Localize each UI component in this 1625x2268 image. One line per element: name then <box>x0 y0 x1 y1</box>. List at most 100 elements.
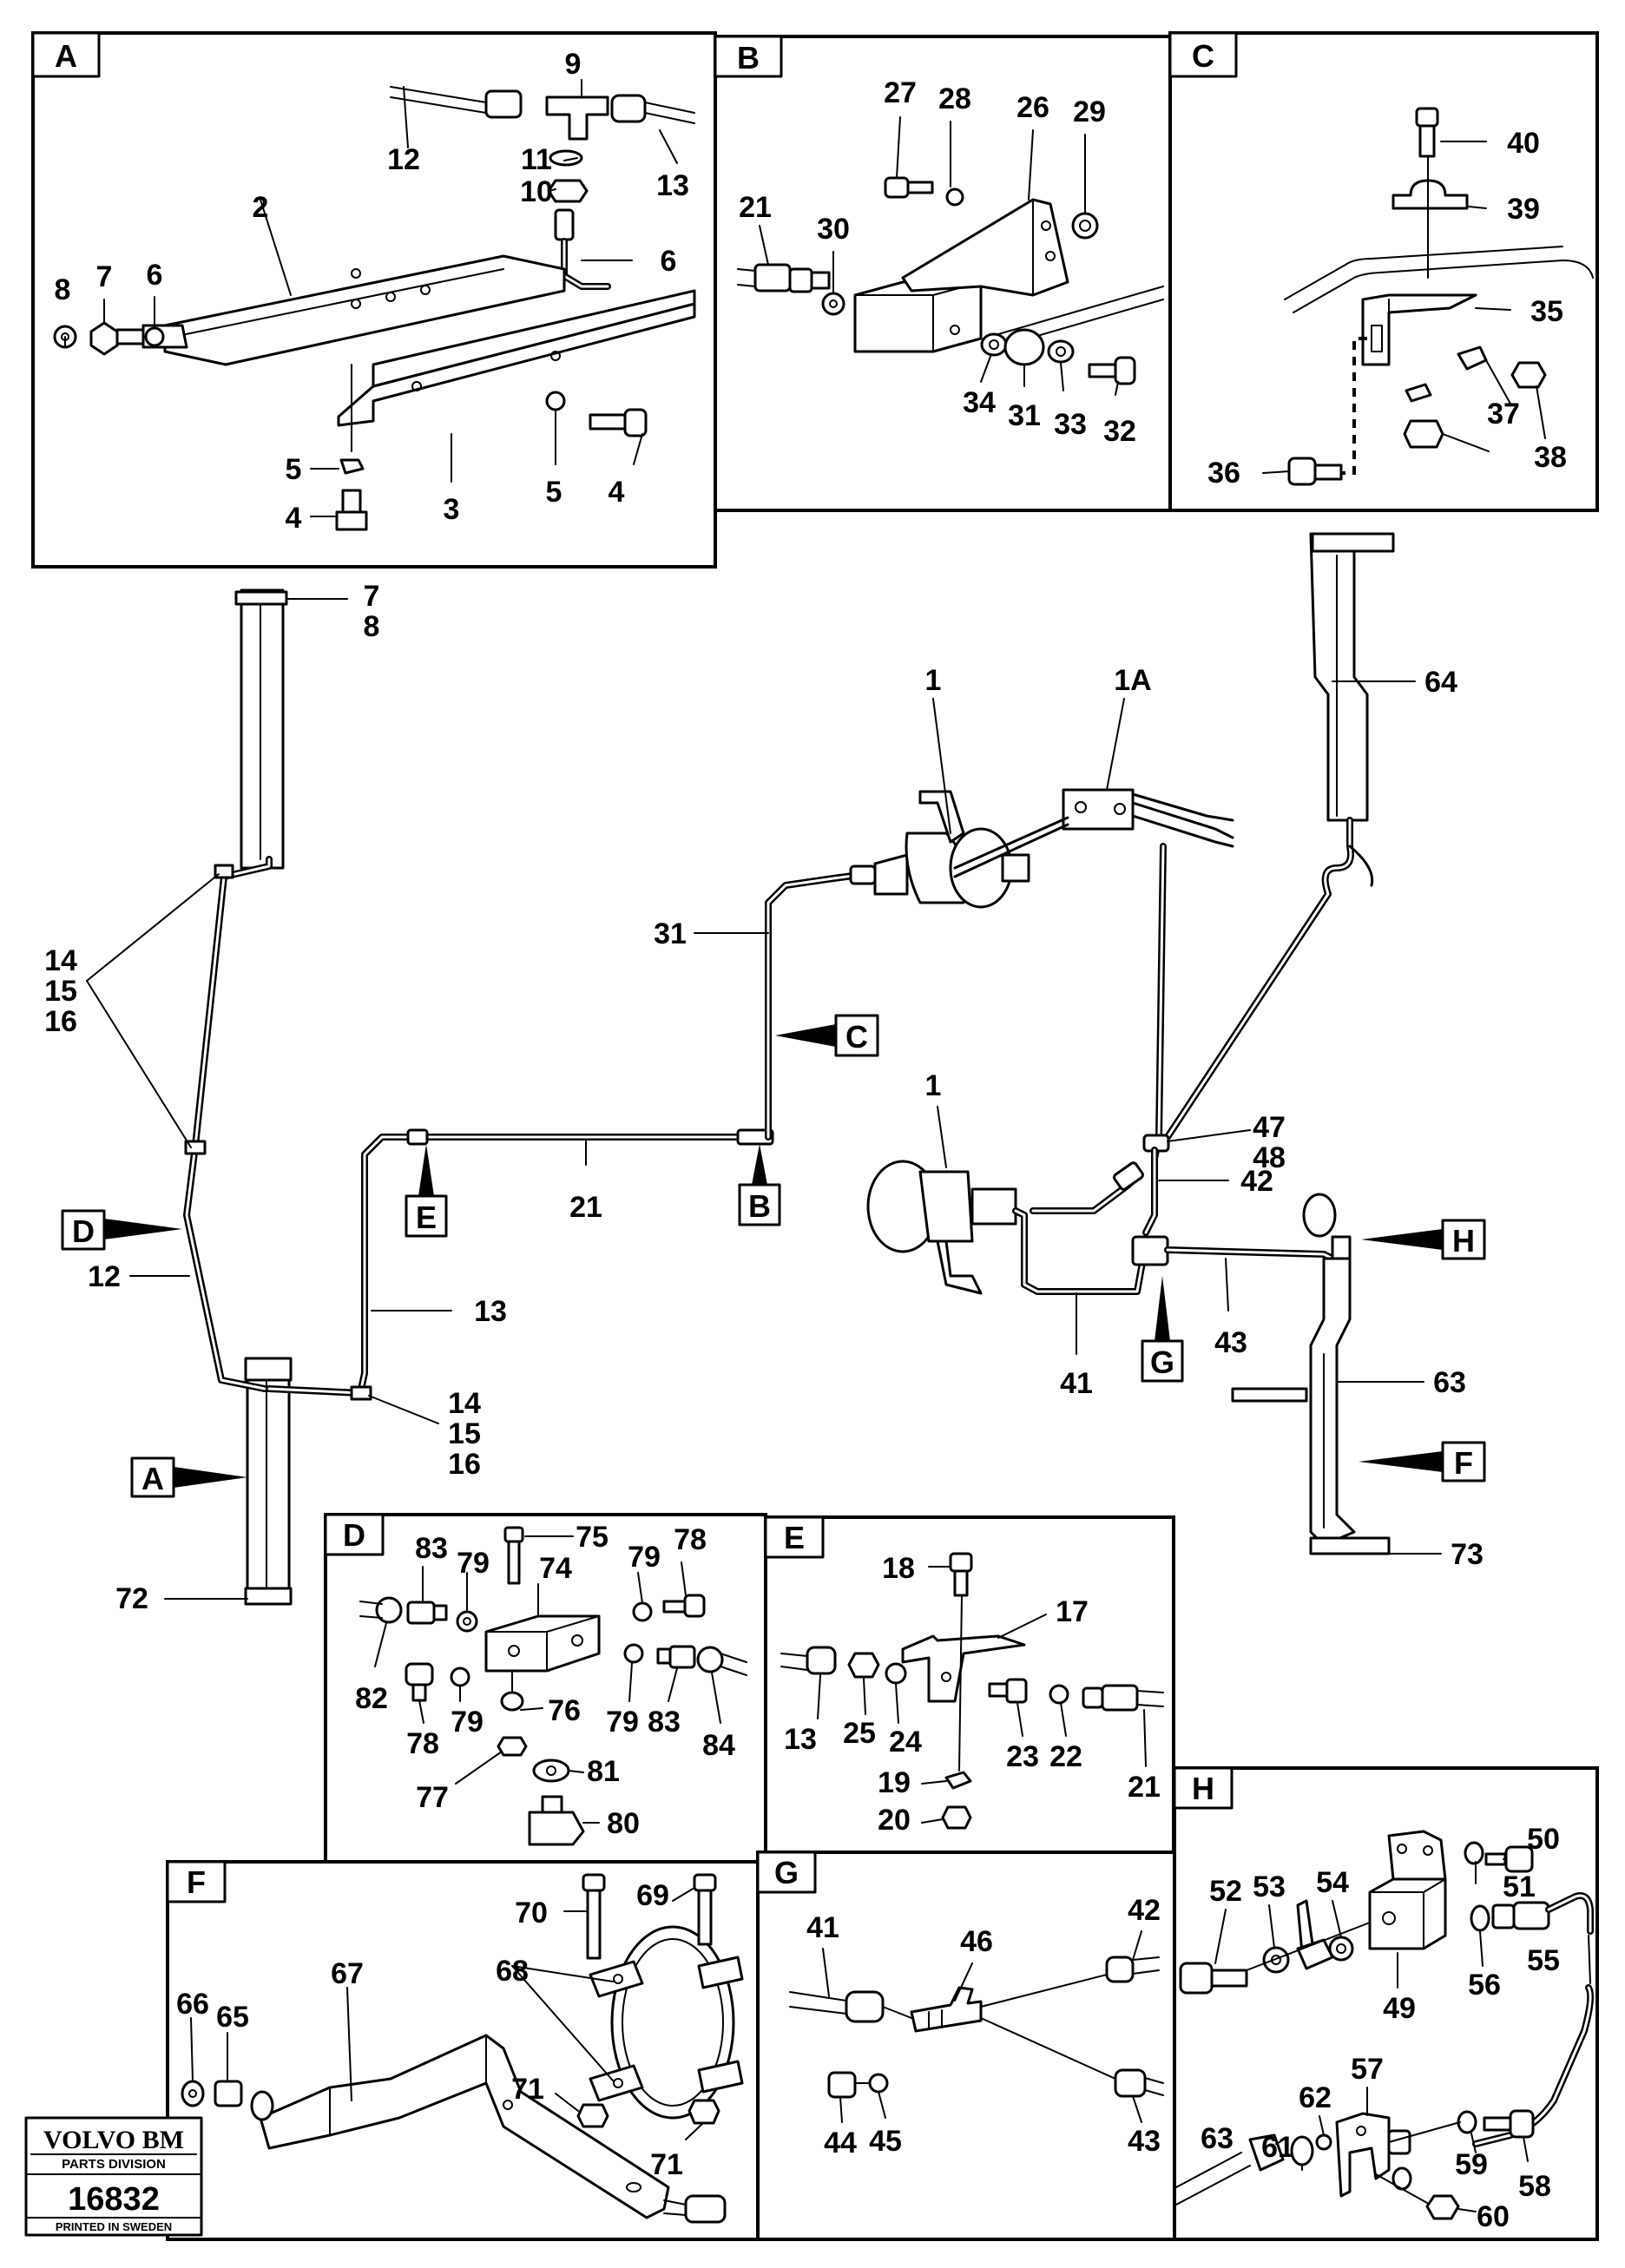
stamp-printed: PRINTED IN SWEDEN <box>56 2220 172 2233</box>
part-number: 83 <box>415 1532 448 1565</box>
part-number: 64 <box>1424 666 1457 699</box>
part-number: 26 <box>1016 91 1049 124</box>
part-number: 45 <box>869 2125 902 2158</box>
panel-f-drawing <box>181 1873 744 2224</box>
part-number: 72 <box>115 1582 148 1615</box>
part-number: 21 <box>739 191 772 224</box>
part-number: 27 <box>884 76 917 109</box>
part-number: 42 <box>1128 1894 1161 1927</box>
part-number: 59 <box>1455 2148 1488 2181</box>
part-number: 4 <box>609 476 625 509</box>
part-number: 79 <box>628 1541 661 1574</box>
part-number: 68 <box>496 1955 529 1988</box>
part-number: 62 <box>1299 2081 1332 2114</box>
part-number: 20 <box>878 1804 911 1837</box>
panel-e-drawing <box>780 1552 1164 1830</box>
callout-h: H <box>1452 1223 1475 1259</box>
panel-letter-d: D <box>343 1517 365 1553</box>
part-number: 7 <box>96 260 113 293</box>
panel-g-drawing <box>789 1930 1164 2123</box>
part-number: 44 <box>824 2127 857 2160</box>
part-number: 63 <box>1433 1366 1466 1399</box>
part-number: 22 <box>1049 1740 1082 1773</box>
part-number: 52 <box>1209 1875 1242 1908</box>
part-number: 60 <box>1477 2200 1510 2233</box>
part-number: 21 <box>1128 1771 1161 1804</box>
part-number: 48 <box>1253 1141 1286 1174</box>
part-number: 10 <box>520 175 553 208</box>
panel-a-labels: 9 12 13 11 10 2 6 8 7 6 3 5 5 4 4 <box>55 48 689 535</box>
part-number: 69 <box>636 1879 669 1912</box>
part-number: 5 <box>546 476 562 509</box>
part-number: 79 <box>606 1706 639 1739</box>
part-number: 50 <box>1527 1823 1560 1856</box>
panel-e-labels: 18 17 13 25 24 23 22 21 19 20 <box>784 1552 1161 1837</box>
part-number: 33 <box>1054 408 1087 441</box>
part-number: 73 <box>1451 1538 1484 1571</box>
stamp-division: PARTS DIVISION <box>62 2157 166 2172</box>
part-number: 67 <box>331 1957 364 1990</box>
panel-c-labels: 40 39 35 37 38 36 <box>1207 127 1567 490</box>
callout-g: G <box>1150 1344 1174 1380</box>
part-number: 21 <box>569 1191 602 1224</box>
part-number: 8 <box>55 273 71 306</box>
part-number: 41 <box>806 1911 839 1944</box>
part-number: 66 <box>176 1988 209 2021</box>
part-number: 39 <box>1507 193 1540 226</box>
part-number: 80 <box>607 1807 640 1840</box>
part-number: 15 <box>44 975 77 1008</box>
part-number: 25 <box>843 1717 876 1750</box>
part-number: 55 <box>1527 1944 1560 1977</box>
part-number: 43 <box>1214 1326 1247 1359</box>
panel-h-labels: 50 52 53 54 51 49 56 55 57 62 63 61 59 5… <box>1201 1823 1560 2233</box>
stamp-brand: VOLVO BM <box>43 2126 184 2154</box>
callout-e: E <box>416 1200 437 1235</box>
part-number: 14 <box>448 1387 481 1420</box>
part-number: 71 <box>511 2073 544 2106</box>
callout-a: A <box>141 1461 164 1496</box>
part-number: 37 <box>1487 398 1520 431</box>
part-number: 41 <box>1060 1367 1093 1400</box>
part-number: 16 <box>448 1448 481 1481</box>
part-number: 78 <box>406 1727 439 1760</box>
part-number: 81 <box>587 1755 620 1788</box>
part-number: 79 <box>457 1547 490 1580</box>
panel-h-drawing <box>1175 1830 1595 2220</box>
part-number: 1 <box>925 1069 942 1102</box>
main-callouts: D E B C A G H F <box>61 1014 1486 1498</box>
part-number: 4 <box>286 502 302 535</box>
panel-b-labels: 27 28 26 29 21 30 34 31 33 32 <box>739 76 1136 448</box>
panel-letter-a: A <box>55 38 77 74</box>
part-number: 34 <box>963 386 996 419</box>
part-number: 63 <box>1201 2122 1234 2155</box>
part-number: 54 <box>1316 1866 1349 1899</box>
part-number: 46 <box>960 1925 993 1958</box>
panel-a-drawing <box>53 79 696 531</box>
main-labels: 7 8 14 15 16 12 13 14 15 16 72 31 21 1 1… <box>44 580 1484 1615</box>
part-number: 19 <box>878 1766 911 1799</box>
part-number: 30 <box>817 213 850 246</box>
part-number: 71 <box>650 2148 683 2181</box>
callout-f: F <box>1454 1445 1473 1481</box>
part-number: 75 <box>576 1521 609 1554</box>
part-number: 1 <box>925 664 942 697</box>
part-number: 31 <box>654 917 687 950</box>
part-number: 2 <box>253 191 269 224</box>
part-number: 17 <box>1056 1595 1089 1628</box>
panel-c-frame <box>1168 31 1599 512</box>
part-number: 77 <box>416 1781 449 1814</box>
volvo-bm-stamp: VOLVO BM PARTS DIVISION 16832 PRINTED IN… <box>24 2116 203 2237</box>
stamp-number: 16832 <box>68 2181 160 2218</box>
panel-d-labels: 75 78 83 79 74 79 82 78 79 76 79 83 84 7… <box>355 1521 735 1840</box>
panel-letter-e: E <box>784 1520 805 1555</box>
panel-letter-b: B <box>737 40 760 76</box>
part-number: 12 <box>387 143 420 176</box>
panel-letter-c: C <box>1192 38 1214 74</box>
part-number: 24 <box>889 1726 922 1759</box>
part-number: 1A <box>1114 664 1151 697</box>
panel-frames <box>31 31 1599 2241</box>
part-number: 49 <box>1383 1992 1416 2025</box>
part-number: 78 <box>674 1523 707 1556</box>
part-number: 5 <box>286 453 302 486</box>
